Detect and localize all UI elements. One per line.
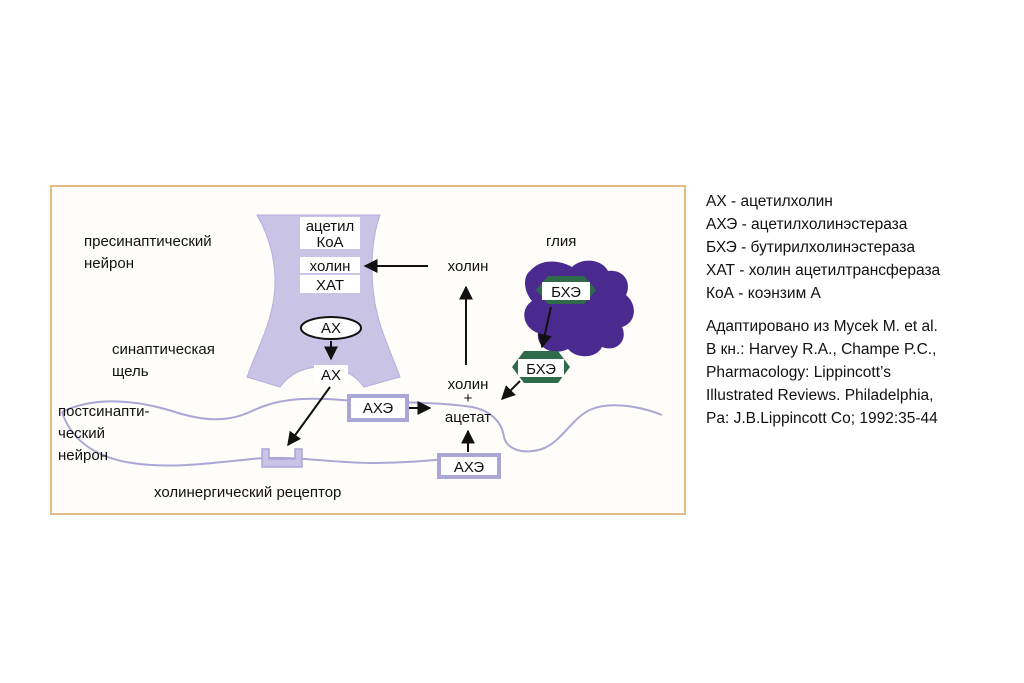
coa-label: КоА [316, 234, 343, 251]
citation-line: В кн.: Harvey R.A., Champe P.C., [706, 341, 937, 358]
cholinergic-receptor-label: холинергический рецептор [154, 484, 341, 501]
citation-line: Illustrated Reviews. Philadelphia, [706, 387, 934, 404]
ache-bottom-box [437, 453, 501, 479]
chat-box [300, 275, 360, 293]
acetyl-label: ацетил [306, 218, 355, 235]
figure-panel: пресинаптический нейрон синаптическая ще… [50, 185, 686, 515]
bche-glia-label: БХЭ [551, 284, 581, 301]
arrow-bche-to-acetate [501, 380, 521, 400]
legend-item: КоА - коэнзим А [706, 285, 821, 302]
bche-free-label: БХЭ [526, 361, 556, 378]
acetyl-coa-box [300, 217, 360, 249]
acetate-label: ацетат [445, 409, 491, 426]
ach-released-label: АХ [321, 367, 341, 384]
synaptic-cleft-label-line1: синаптическая [112, 341, 215, 358]
glia-shape [524, 260, 634, 357]
glia-label: глия [546, 233, 576, 250]
choline-top-label: холин [448, 258, 489, 275]
postsynaptic-label-line2: ческий [58, 425, 105, 442]
legend-item: ХАТ - холин ацетилтрансфераза [706, 262, 941, 279]
choline-inside-box [300, 257, 360, 273]
cholinergic-synapse-diagram: пресинаптический нейрон синаптическая ще… [58, 214, 663, 501]
ach-vesicle-label: АХ [321, 320, 341, 337]
postsynaptic-membrane-lower [61, 411, 473, 467]
legend-item: БХЭ - бутирилхолинэстераза [706, 239, 916, 256]
choline-mid-label: холин [448, 376, 489, 393]
ach-vesicle [300, 316, 362, 340]
legend: АХ - ацетилхолин АХЭ - ацетилхолинэстера… [706, 190, 1024, 430]
citation-line: Адаптировано из Mycek M. et al. [706, 318, 938, 335]
bche-free-box [518, 359, 564, 377]
choline-inside-label: холин [310, 258, 351, 275]
arrow-glia-to-bche [537, 306, 552, 349]
chat-label: ХАТ [316, 277, 344, 294]
presynaptic-label-line1: пресинаптический [84, 233, 212, 250]
synaptic-cleft-label-line2: щель [112, 363, 149, 380]
citation: Адаптировано из Mycek M. et al. В кн.: H… [706, 315, 1024, 430]
presynaptic-label-line2: нейрон [84, 255, 134, 272]
ache-left-box [347, 394, 409, 422]
legend-item: АХЭ - ацетилхолинэстераза [706, 216, 908, 233]
arrow-ach-to-receptor [287, 386, 331, 447]
postsynaptic-label-line3: нейрон [58, 447, 108, 464]
cholinergic-receptor-shape [261, 448, 303, 468]
citation-line: Pharmacology: Lippincott’s [706, 364, 891, 381]
ach-released-box [314, 365, 348, 383]
ache-left-label: АХЭ [363, 400, 393, 417]
legend-item: АХ - ацетилхолин [706, 193, 833, 210]
ache-bottom-label: АХЭ [454, 459, 484, 476]
citation-line: Pa: J.B.Lippincott Co; 1992:35-44 [706, 410, 938, 427]
plus-label: + [464, 390, 473, 407]
postsynaptic-label-line1: постсинапти- [58, 403, 150, 420]
bche-glia-box [542, 282, 590, 300]
postsynaptic-membrane [61, 397, 663, 453]
